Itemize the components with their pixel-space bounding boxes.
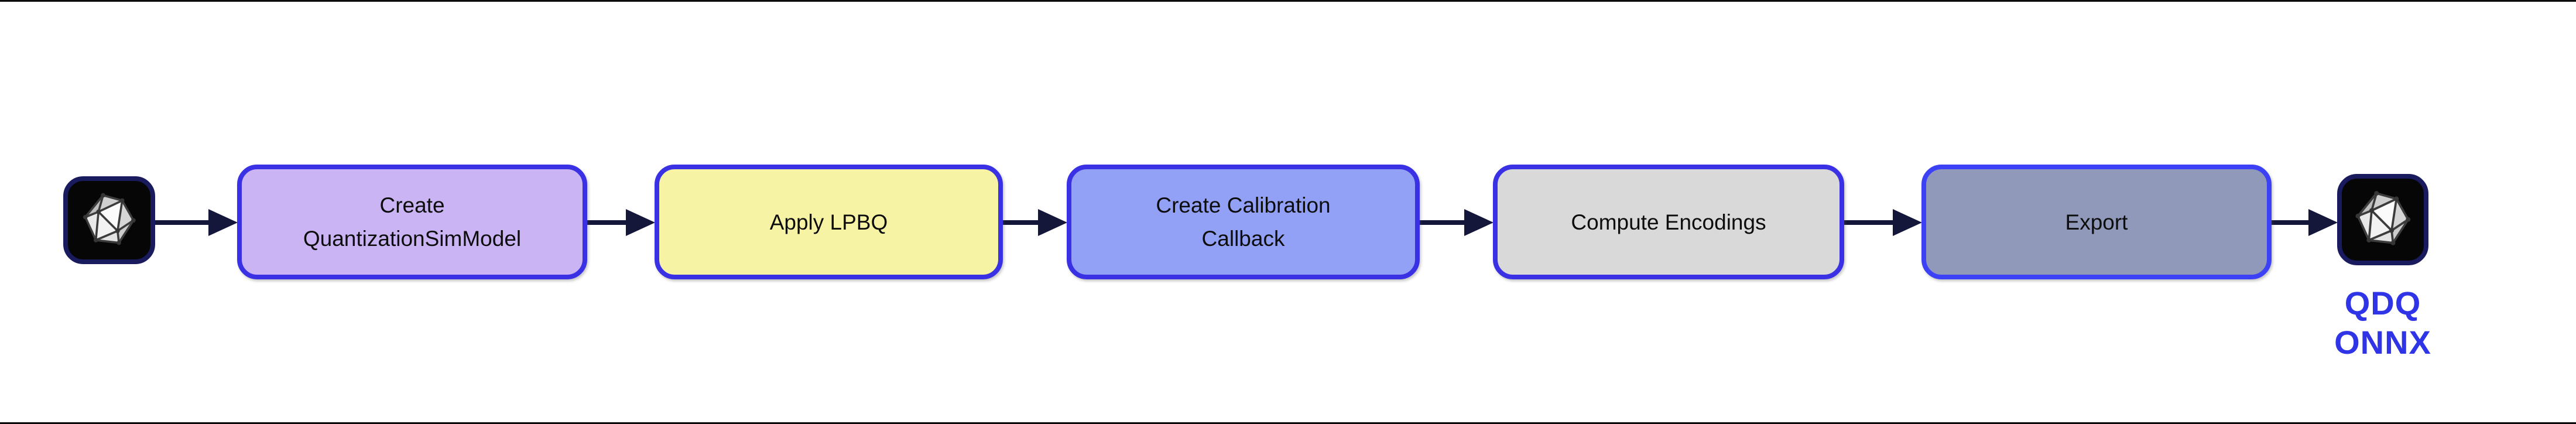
node-label: Compute Encodings: [1571, 210, 1766, 234]
flow-arrow: [2272, 209, 2338, 236]
flow-arrow: [1420, 209, 1493, 236]
node-apply-lpbq: Apply LPBQ: [655, 165, 1003, 279]
arrow-head-icon: [1464, 209, 1493, 236]
arrow-shaft: [1844, 220, 1901, 225]
node-label: Apply LPBQ: [769, 210, 888, 234]
bottom-border-line: [0, 422, 2576, 424]
flow-arrow: [1003, 209, 1067, 236]
node-label: Create QuantizationSimModel: [303, 193, 522, 251]
arrow-head-icon: [1893, 209, 1922, 236]
arrow-shaft: [2272, 220, 2317, 225]
onnx-output-icon: [2337, 174, 2428, 265]
node-compute-encodings: Compute Encodings: [1493, 165, 1844, 279]
onnx-logo-icon: [2355, 191, 2411, 245]
output-format-label: QDQ ONNX: [2334, 285, 2431, 361]
arrow-head-icon: [208, 209, 238, 236]
flow-arrow: [587, 209, 655, 236]
arrow-shaft: [1003, 220, 1046, 225]
node-create-calibration-callback: Create Calibration Callback: [1067, 165, 1420, 279]
flow-arrow: [1844, 209, 1922, 236]
arrow-shaft: [155, 220, 217, 225]
onnx-input-icon: [63, 176, 155, 264]
node-label: Create Calibration Callback: [1156, 193, 1331, 251]
arrow-head-icon: [2308, 209, 2338, 236]
node-export: Export: [1921, 165, 2272, 279]
flow-arrow: [155, 209, 238, 236]
onnx-logo-icon: [83, 193, 136, 245]
arrow-head-icon: [626, 209, 655, 236]
arrow-shaft: [1420, 220, 1472, 225]
arrow-head-icon: [1038, 209, 1067, 236]
node-create-quantizationsimmodel: Create QuantizationSimModel: [237, 165, 587, 279]
top-border-line: [0, 0, 2576, 2]
arrow-shaft: [587, 220, 634, 225]
node-label: Export: [2065, 210, 2128, 234]
